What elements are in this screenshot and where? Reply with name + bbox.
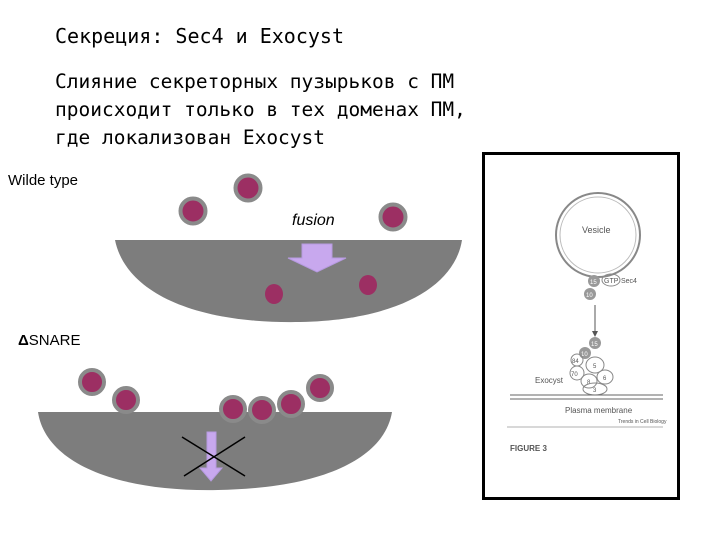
exocyst-figure-panel: Vesicle GTP Sec4 15 10 15 10 70 84 5 6 8 <box>482 152 680 500</box>
snare-text: SNARE <box>28 332 81 349</box>
membrane-label: Plasma membrane <box>565 406 633 415</box>
svg-text:8: 8 <box>587 380 591 386</box>
figure-credit: Trends in Cell Biology <box>618 419 667 425</box>
figure-vesicle <box>555 192 641 278</box>
exocyst-label: Exocyst <box>535 376 564 385</box>
slide-body-text: Слияние секреторных пузырьков с ПМ проис… <box>55 68 466 152</box>
svg-text:15: 15 <box>591 342 598 348</box>
vesicle <box>112 386 140 414</box>
fusion-arrow <box>287 243 347 273</box>
blocked-fusion-arrow <box>198 431 224 482</box>
svg-text:10: 10 <box>581 352 588 358</box>
fused-vesicle <box>265 284 283 304</box>
gtp-label: GTP <box>604 278 619 285</box>
gtp-bubble <box>601 273 621 287</box>
wild-type-vesicles <box>178 173 408 232</box>
vesicle <box>219 395 247 423</box>
vesicle <box>78 368 106 396</box>
figure-vesicle-label: Vesicle <box>582 225 611 235</box>
subunit-15-top <box>588 275 600 287</box>
svg-text:6: 6 <box>603 376 607 382</box>
mutant-vesicles <box>78 368 334 424</box>
svg-text:3: 3 <box>593 388 597 394</box>
vesicle <box>248 396 276 424</box>
wild-type-label: Wilde type <box>8 172 79 189</box>
svg-text:84: 84 <box>572 359 579 365</box>
snare-label: ΔSNARE <box>18 332 80 349</box>
fused-vesicle <box>359 275 377 295</box>
vesicle <box>277 390 305 418</box>
svg-text:10: 10 <box>586 293 593 299</box>
subunit-10-top <box>584 288 596 300</box>
body-line-2: происходит только в тех доменах ПМ, <box>55 98 466 121</box>
vesicle <box>178 196 208 226</box>
vesicle <box>233 173 263 203</box>
svg-text:70: 70 <box>571 372 578 378</box>
delta-symbol: Δ <box>18 332 29 349</box>
wild-type-membrane <box>115 240 462 323</box>
sec4-label: Sec4 <box>621 278 637 285</box>
fusion-label: fusion <box>292 212 335 229</box>
vesicle <box>378 202 408 232</box>
cross-mark <box>181 436 246 477</box>
svg-text:15: 15 <box>590 280 597 286</box>
exocyst-complex: 15 10 70 84 5 6 8 3 <box>569 337 614 396</box>
vesicle <box>306 374 334 402</box>
fused-vesicles <box>265 275 377 304</box>
slide-title: Секреция: Sec4 и Exocyst <box>55 24 344 48</box>
body-line-3: где локализован Exocyst <box>55 126 326 149</box>
svg-text:5: 5 <box>593 364 597 370</box>
body-line-1: Слияние секреторных пузырьков с ПМ <box>55 70 455 93</box>
exocyst-figure: Vesicle GTP Sec4 15 10 15 10 70 84 5 6 8 <box>507 192 667 453</box>
figure-caption: FIGURE 3 <box>510 444 547 453</box>
